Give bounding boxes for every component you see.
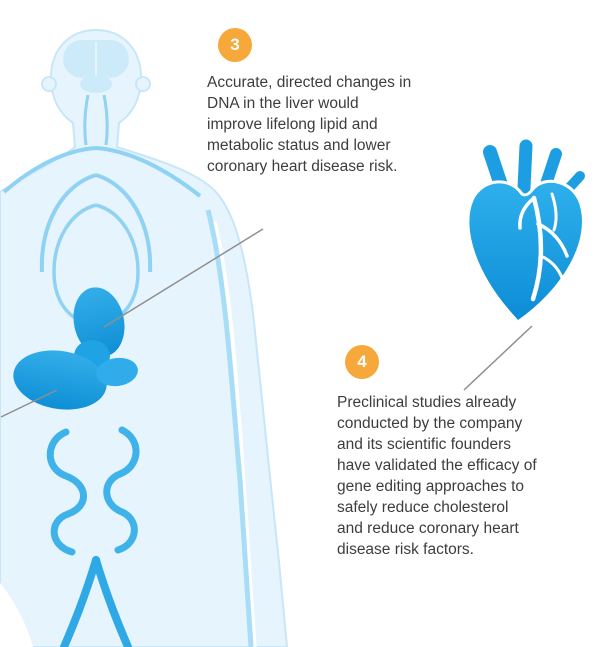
coronary-arteries (518, 192, 569, 302)
ear-right (135, 76, 151, 92)
step-number: 3 (230, 35, 240, 54)
step-badge-4: 4 (345, 345, 379, 379)
organ-cluster (13, 287, 138, 410)
callout-text-3: Accurate, directed changes in DNA in the… (207, 74, 412, 175)
callout-text-4: Preclinical studies already conducted by… (337, 394, 537, 558)
anatomical-heart-illustration (466, 137, 588, 324)
intestinal-vessels (46, 426, 140, 556)
stomach-shape (96, 357, 138, 387)
ear-left (41, 76, 57, 92)
pelvic-vessel-left (60, 556, 100, 647)
body-silhouette (0, 28, 289, 647)
step-badge-3: 3 (218, 28, 252, 62)
step-number: 4 (357, 352, 367, 371)
heart-body-shape (466, 179, 585, 324)
human-body-circulatory-illustration (0, 28, 289, 647)
hip-notch (0, 583, 33, 647)
pelvic-vessel-right (92, 556, 132, 647)
